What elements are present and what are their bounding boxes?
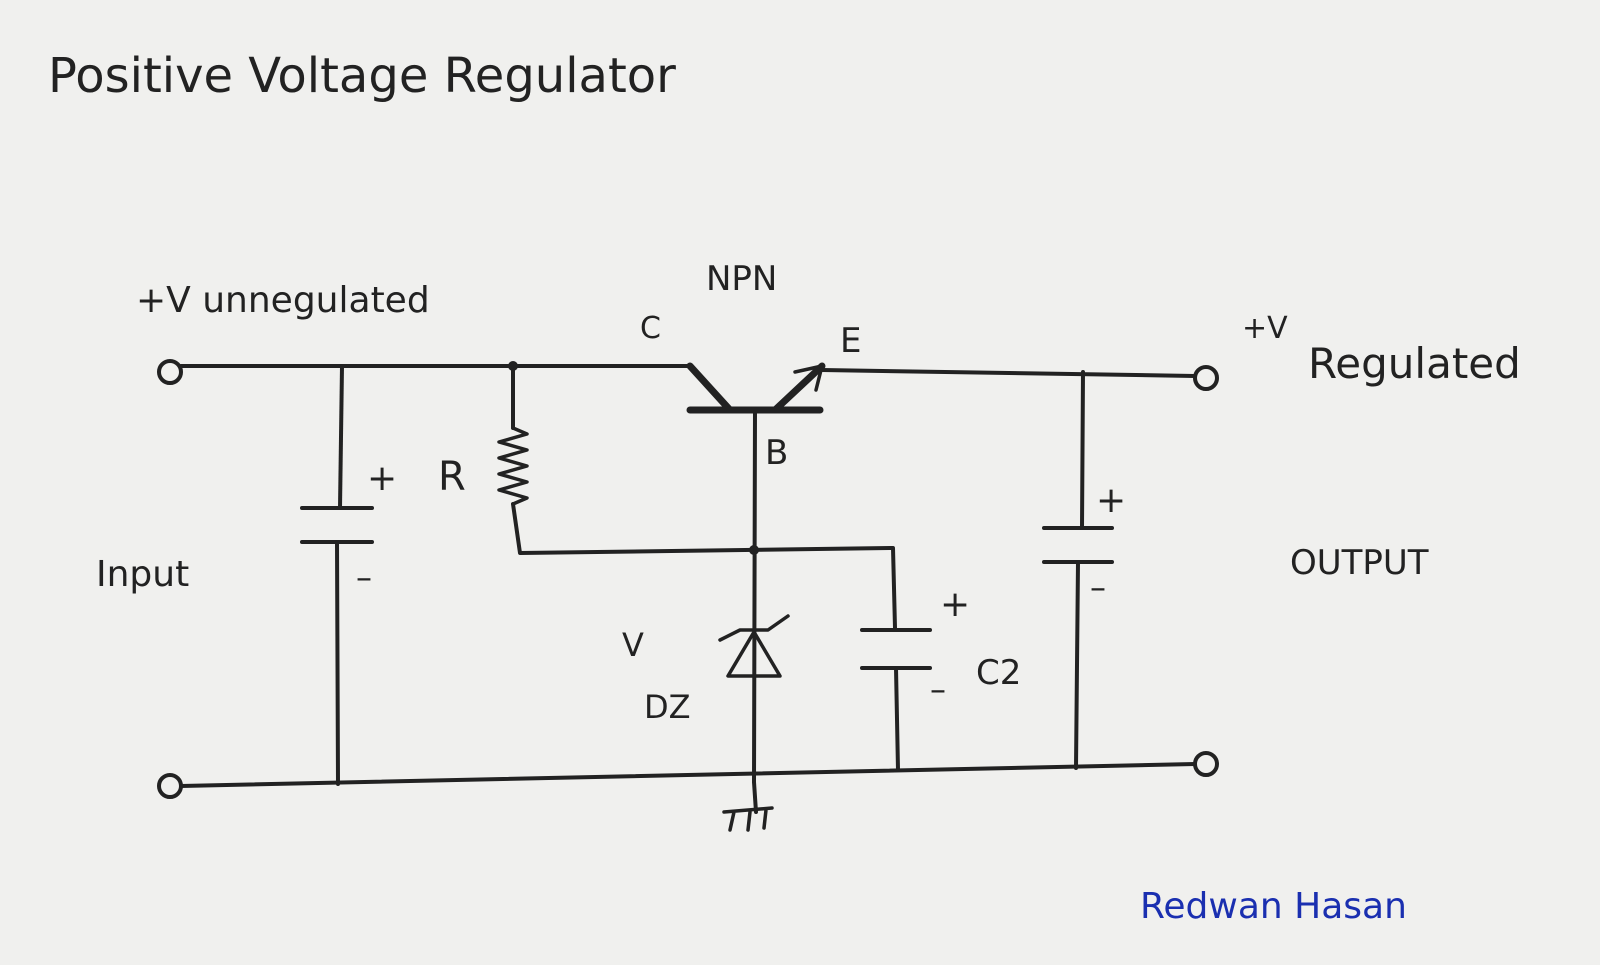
collector-lead <box>686 362 734 414</box>
diagram-title: Positive Voltage Regulator <box>48 48 676 104</box>
input-label: Input <box>96 554 189 595</box>
base-label: B <box>765 433 788 473</box>
input-top-label: +V unnegulated <box>136 280 430 321</box>
c3-bottom-lead <box>1074 560 1080 770</box>
collector-label: C <box>640 311 661 346</box>
output-regulated-label: Regulated <box>1308 339 1521 388</box>
c3-plus-sign: + <box>1096 480 1126 521</box>
emitter-label: E <box>840 321 861 361</box>
c2-bottom-lead <box>894 666 900 772</box>
output-label: OUTPUT <box>1290 543 1429 583</box>
resistor-label: R <box>438 454 466 500</box>
bottom-rail <box>179 762 1197 788</box>
c1-bottom-lead <box>335 540 340 786</box>
c2-plus-sign: + <box>940 584 970 625</box>
resistor-body <box>497 426 529 506</box>
emitter-arrow <box>793 364 824 392</box>
junction-dot-base <box>749 545 759 555</box>
c1-top-lead <box>338 364 344 510</box>
r-bottom-lead <box>511 502 897 630</box>
emitter-lead <box>771 362 826 414</box>
output-plus-label: +V <box>1242 311 1288 346</box>
c2-minus-sign: – <box>930 670 946 708</box>
c2-label: C2 <box>976 653 1021 693</box>
author-signature: Redwan Hasan <box>1140 886 1407 927</box>
zener-v-label: V <box>622 626 644 664</box>
zener-triangle <box>726 630 782 678</box>
zener-dz-label: DZ <box>644 688 691 726</box>
ground-stem <box>752 780 758 814</box>
c1-plus-sign: + <box>367 458 397 499</box>
c3-minus-sign: – <box>1090 568 1106 606</box>
transistor-type-label: NPN <box>706 259 777 299</box>
top-rail-right <box>820 368 1197 378</box>
output-bottom-terminal <box>1193 751 1219 777</box>
output-top-terminal <box>1193 365 1219 391</box>
base-vertical <box>752 408 757 784</box>
ground-symbol <box>722 806 774 832</box>
zener-bar <box>718 614 790 642</box>
input-bottom-terminal <box>157 773 183 799</box>
c3-top-lead <box>1080 370 1085 530</box>
c1-minus-sign: – <box>356 558 372 596</box>
input-top-terminal <box>157 359 183 385</box>
